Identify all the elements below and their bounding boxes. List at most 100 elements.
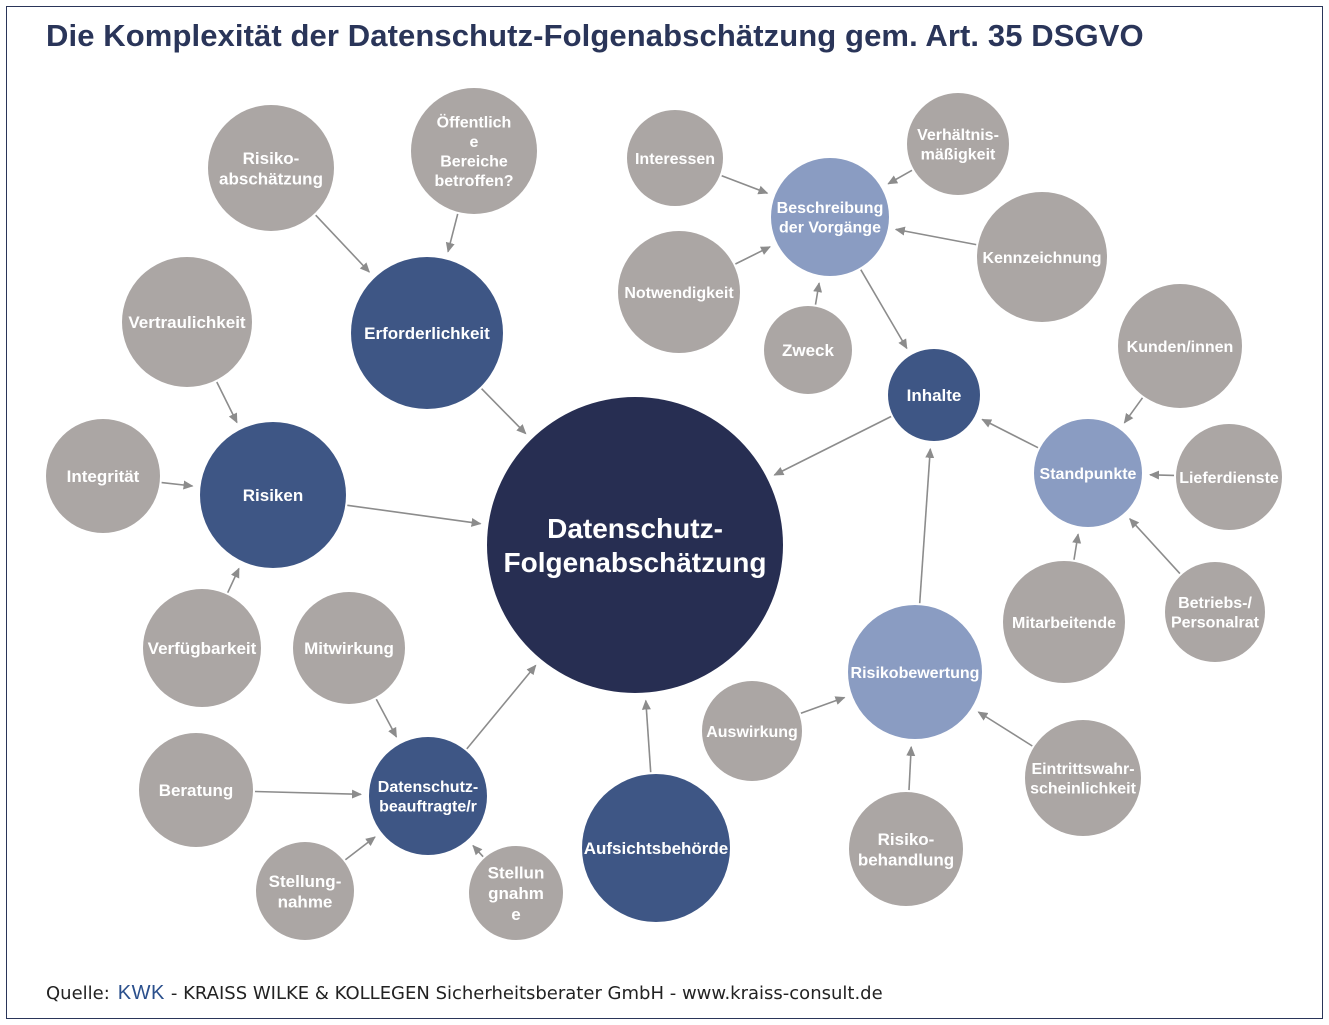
node-circle-aufsicht <box>582 774 730 922</box>
node-circle-eintritt <box>1025 720 1141 836</box>
node-label-dsb: Datenschutz- <box>378 779 478 796</box>
node-circle-verhaeltnis <box>907 93 1009 195</box>
node-label-eintritt: Eintrittswahr- <box>1031 761 1134 778</box>
arrow-betriebsrat-to-standpunkte <box>1129 518 1181 575</box>
arrow-erforderlichkeit-to-center <box>481 388 527 435</box>
node-circle-beratung <box>139 733 253 847</box>
node-behandlung: Risiko-behandlung <box>849 792 963 906</box>
node-mitwirkung: Mitwirkung <box>293 592 405 704</box>
node-label-oeffentlich: Bereiche <box>440 154 508 171</box>
node-beschreibung: Beschreibung der Vorgänge <box>771 158 889 276</box>
node-label-notwendigkeit: Notwendigkeit <box>624 285 734 302</box>
node-label-behandlung: Risiko- <box>878 830 935 849</box>
kwk-logo-text: KWK <box>117 982 165 1004</box>
node-circle-inhalte <box>888 349 980 441</box>
node-label-oeffentlich: betroffen? <box>434 173 513 190</box>
arrow-integritaet-to-risiken <box>161 480 194 490</box>
node-risikoabschaetzung: Risiko-abschätzung <box>208 105 334 231</box>
node-eintritt: Eintrittswahr-scheinlichkeit <box>1025 720 1141 836</box>
node-label-dsb: beauftragte/r <box>379 799 477 816</box>
node-verfuegbarkeit: Verfügbarkeit <box>143 589 261 707</box>
arrow-stellungnahme2-to-dsb <box>472 844 484 858</box>
node-erforderlichkeit: Erforderlichkeit <box>351 257 503 409</box>
node-circle-lieferdienste <box>1176 424 1282 530</box>
node-label-beschreibung: der Vorgänge <box>779 220 881 237</box>
arrow-standpunkte-to-inhalte <box>981 418 1039 449</box>
node-label-inhalte: Inhalte <box>907 386 962 405</box>
node-auswirkung: Auswirkung <box>702 681 802 781</box>
node-circle-erforderlichkeit <box>351 257 503 409</box>
arrow-verhaeltnis-to-beschreibung <box>887 169 913 185</box>
node-label-integritaet: Integrität <box>67 467 140 486</box>
node-label-verhaeltnis: mäßigkeit <box>921 147 996 164</box>
node-label-mitwirkung: Mitwirkung <box>304 639 394 658</box>
connections <box>161 169 1181 861</box>
arrow-verfuegbarkeit-to-risiken <box>226 567 240 594</box>
node-verhaeltnis: Verhältnis-mäßigkeit <box>907 93 1009 195</box>
arrow-risikoabschaetzung-to-erforderlichkeit <box>315 214 370 273</box>
node-integritaet: Integrität <box>46 419 160 533</box>
arrow-lieferdienste-to-standpunkte <box>1149 470 1175 480</box>
node-label-stellungnahme2: e <box>511 905 520 924</box>
node-inhalte: Inhalte <box>888 349 980 441</box>
arrow-kunden-to-standpunkte <box>1123 397 1144 424</box>
source-footer: Quelle: KWK - KRAISS WILKE & KOLLEGEN Si… <box>46 979 883 1007</box>
node-label-center: Folgenabschätzung <box>504 547 767 578</box>
kwk-logo: KWK <box>117 982 165 1004</box>
node-label-kennzeichnung: Kennzeichnung <box>982 250 1101 267</box>
node-circle-center <box>487 397 783 693</box>
node-risikobewertung: Risikobewertung <box>848 605 982 739</box>
arrow-eintritt-to-risikobewertung <box>977 711 1033 747</box>
node-circle-auswirkung <box>702 681 802 781</box>
arrow-zweck-to-beschreibung <box>813 282 823 305</box>
node-label-verhaeltnis: Verhältnis- <box>917 127 999 144</box>
node-kunden: Kunden/innen <box>1118 284 1242 408</box>
node-circle-interessen <box>627 110 723 206</box>
arrow-vertraulichkeit-to-risiken <box>216 381 238 424</box>
arrow-auswirkung-to-risikobewertung <box>800 696 846 715</box>
node-label-beschreibung: Beschreibung <box>777 200 884 217</box>
diagram-title: Die Komplexität der Datenschutz-Folgenab… <box>46 18 1144 53</box>
arrow-kennzeichnung-to-beschreibung <box>894 226 977 246</box>
node-label-lieferdienste: Lieferdienste <box>1179 470 1279 487</box>
node-circle-mitarbeitende <box>1003 561 1125 683</box>
node-interessen: Interessen <box>627 110 723 206</box>
node-label-risikoabschaetzung: abschätzung <box>219 170 323 189</box>
node-circle-behandlung <box>849 792 963 906</box>
node-vertraulichkeit: Vertraulichkeit <box>122 257 252 387</box>
node-dsb: Datenschutz-beauftragte/r <box>369 737 487 855</box>
node-circle-kennzeichnung <box>977 192 1107 322</box>
node-label-mitarbeitende: Mitarbeitende <box>1012 615 1116 632</box>
node-circle-notwendigkeit <box>618 231 740 353</box>
node-label-interessen: Interessen <box>635 151 715 168</box>
node-label-stellungnahme1: nahme <box>278 893 333 912</box>
node-label-oeffentlich: Öffentlich <box>437 113 512 132</box>
arrow-inhalte-to-center <box>773 415 892 476</box>
arrow-stellungnahme1-to-dsb <box>344 836 376 861</box>
node-label-oeffentlich: e <box>470 134 479 151</box>
arrow-mitarbeitende-to-standpunkte <box>1072 533 1082 560</box>
node-label-kunden: Kunden/innen <box>1127 339 1234 356</box>
arrow-notwendigkeit-to-beschreibung <box>735 246 771 265</box>
node-label-eintritt: scheinlichkeit <box>1030 781 1136 798</box>
node-label-auswirkung: Auswirkung <box>706 724 798 741</box>
arrow-mitwirkung-to-dsb <box>375 698 398 738</box>
arrow-beschreibung-to-inhalte <box>860 269 908 350</box>
node-circle-integritaet <box>46 419 160 533</box>
arrow-behandlung-to-risikobewertung <box>906 745 916 791</box>
node-circle-risiken <box>200 422 346 568</box>
node-notwendigkeit: Notwendigkeit <box>618 231 740 353</box>
node-label-center: Datenschutz- <box>547 513 723 544</box>
arrow-aufsicht-to-center <box>641 699 652 773</box>
node-stellungnahme1: Stellung-nahme <box>256 842 354 940</box>
node-circle-mitwirkung <box>293 592 405 704</box>
node-label-risiken: Risiken <box>243 486 303 505</box>
node-label-verfuegbarkeit: Verfügbarkeit <box>148 639 257 658</box>
node-circle-oeffentlich <box>411 88 537 214</box>
node-aufsicht: Aufsichtsbehörde <box>582 774 730 922</box>
node-label-betriebsrat: Betriebs-/ <box>1178 595 1252 612</box>
node-label-zweck: Zweck <box>782 341 835 360</box>
node-lieferdienste: Lieferdienste <box>1176 424 1282 530</box>
